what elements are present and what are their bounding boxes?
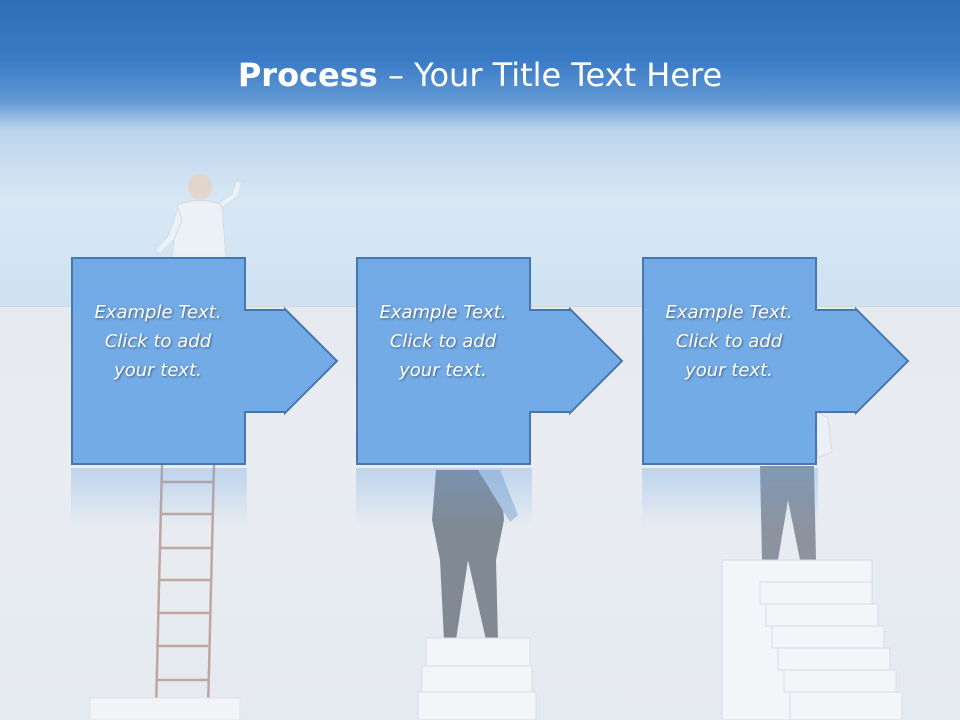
page-title[interactable]: Process – Your Title Text Here: [0, 52, 960, 98]
step-1-line-1: Example Text.: [94, 301, 222, 323]
process-step-3[interactable]: Example Text. Click to add your text.: [642, 257, 942, 467]
step-1-reflection: [71, 468, 247, 528]
step-1-line-3: your text.: [114, 359, 202, 381]
step-2-textbox[interactable]: Example Text. Click to add your text.: [356, 257, 530, 465]
standing-man-figure: [432, 470, 518, 640]
step-2-line-1: Example Text.: [379, 301, 507, 323]
step-2-line-3: your text.: [399, 359, 487, 381]
step-2-reflection: [356, 468, 532, 528]
ladder: [154, 464, 216, 711]
step-3-line-2: Click to add: [675, 330, 783, 352]
arrow-callout-shape-1: [71, 257, 339, 465]
title-bold: Process: [237, 56, 378, 94]
step-3-reflection: [642, 468, 818, 528]
step-3-text: Example Text. Click to add your text.: [644, 298, 814, 385]
middle-steps: [417, 637, 537, 720]
step-1-line-2: Click to add: [104, 330, 212, 352]
step-3-line-3: your text.: [685, 359, 773, 381]
step-1-textbox[interactable]: Example Text. Click to add your text.: [71, 257, 245, 465]
title-rest: – Your Title Text Here: [377, 56, 723, 94]
arrow-callout-shape-3: [642, 257, 910, 465]
step-3-textbox[interactable]: Example Text. Click to add your text.: [642, 257, 816, 465]
process-step-2[interactable]: Example Text. Click to add your text.: [356, 257, 696, 467]
pointing-man-figure: [154, 174, 243, 259]
right-staircase: [721, 559, 903, 720]
process-step-1[interactable]: Example Text. Click to add your text.: [71, 257, 411, 467]
step-3-line-1: Example Text.: [665, 301, 793, 323]
step-2-line-2: Click to add: [389, 330, 497, 352]
ladder-base-block: [89, 697, 241, 720]
step-2-text: Example Text. Click to add your text.: [358, 298, 528, 385]
step-1-text: Example Text. Click to add your text.: [73, 298, 243, 385]
arrow-callout-shape-2: [356, 257, 624, 465]
